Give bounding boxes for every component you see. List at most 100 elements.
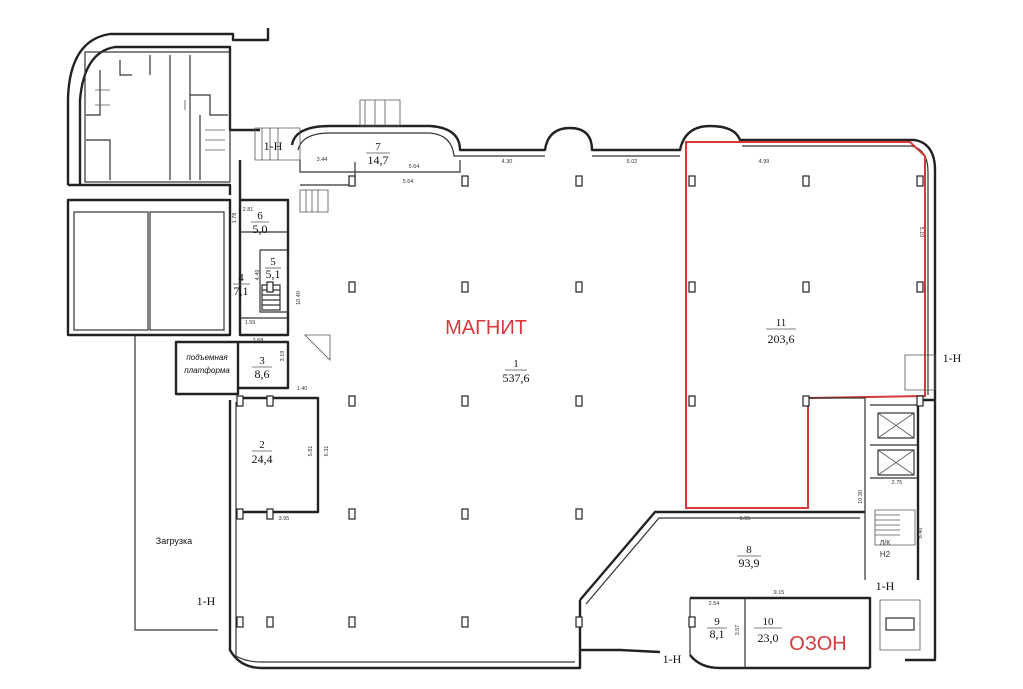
h2-label: Н2: [880, 550, 891, 559]
room-11-outline: [685, 141, 926, 580]
loading-label: Загрузка: [156, 536, 192, 546]
room-labels: 1 537,6 2 24,4 3 8,6 4 7,1 5 5,1 6 5,0: [233, 141, 796, 645]
column: [461, 508, 469, 520]
room-4-label: 4 7,1: [233, 272, 250, 298]
dim-499: 4.99: [759, 159, 770, 165]
dim-449: 4.49: [255, 270, 261, 281]
room-5-label: 5 5,1: [265, 256, 281, 281]
column: [236, 508, 244, 520]
column: [236, 616, 244, 628]
column: [348, 395, 356, 407]
room-9-area: 8,1: [710, 627, 725, 641]
dim-915: 9.15: [774, 590, 785, 596]
column: [688, 395, 696, 407]
exit-label-top: 1-Н: [264, 139, 283, 153]
column: [916, 175, 924, 187]
exit-label-bottom: 1-Н: [663, 652, 682, 666]
column: [575, 508, 583, 520]
room-8-label: 8 93,9: [737, 544, 761, 570]
column: [266, 281, 274, 293]
dim-640: 6.40: [918, 528, 924, 539]
exit-label-left: 1-Н: [197, 594, 216, 608]
room-8-number: 8: [746, 544, 752, 556]
dim-395: 3.95: [279, 516, 290, 522]
column: [575, 175, 583, 187]
lk-label: Л/К: [880, 540, 892, 547]
room-1-number: 1: [513, 358, 519, 370]
column: [461, 616, 469, 628]
room-2-number: 2: [259, 439, 265, 451]
column: [266, 616, 274, 628]
dim-254: 2.54: [709, 601, 720, 607]
room-2-label: 2 24,4: [252, 439, 273, 466]
room-4-area: 7,1: [234, 284, 249, 298]
service-rooms: [174, 127, 331, 514]
column: [266, 508, 274, 520]
room-11-area: 203,6: [768, 332, 795, 346]
room-8-area: 93,9: [739, 556, 760, 570]
room-10-label: 10 23,0: [754, 616, 782, 645]
column: [916, 395, 924, 407]
column: [802, 175, 810, 187]
room-10-area: 23,0: [758, 631, 779, 645]
column: [348, 508, 356, 520]
lower-right: [578, 354, 936, 668]
dim-281: 2.81: [243, 207, 254, 213]
column: [688, 616, 696, 628]
room-4-number: 4: [238, 272, 244, 284]
room-1-area: 537,6: [503, 371, 530, 385]
column: [266, 395, 274, 407]
dim-357: 3.57: [735, 625, 741, 636]
column: [348, 616, 356, 628]
exit-label-lower-right: 1-Н: [876, 579, 895, 593]
main-outline: [228, 124, 937, 670]
annex-top-left: [66, 28, 270, 195]
room-10-number: 10: [763, 616, 775, 628]
room-2-area: 24,4: [252, 452, 273, 466]
tenant-magnit-label: МАГНИТ: [445, 317, 527, 339]
room-11-label: 11 203,6: [766, 317, 796, 346]
dim-344: 3.44: [317, 157, 328, 163]
room-6-number: 6: [257, 210, 263, 222]
column: [688, 175, 696, 187]
dim-1040a: 10.40: [296, 291, 302, 305]
column: [688, 281, 696, 293]
dim-564a: 5.64: [409, 164, 420, 170]
room-3-number: 3: [259, 355, 265, 367]
room-7-area: 14,7: [368, 153, 389, 167]
lift-platform-label-line1: подъемная: [186, 353, 228, 362]
room-3-label: 3 8,6: [252, 355, 272, 381]
dim-564b: 5.64: [403, 179, 414, 185]
dimension-labels: 3.44 5.64 5.64 4.30 5.02 4.99 5.10 2.81 …: [232, 157, 924, 635]
dim-1030: 10.30: [858, 490, 864, 504]
dim-159: 1.59: [245, 320, 256, 326]
column: [461, 175, 469, 187]
column: [575, 281, 583, 293]
column: [348, 175, 356, 187]
column: [575, 616, 583, 628]
room-3-area: 8,6: [255, 367, 270, 381]
dim-502: 5.02: [627, 159, 638, 165]
column: [916, 281, 924, 293]
dim-510: 5.10: [918, 227, 924, 238]
dim-319: 3.19: [280, 351, 286, 362]
room-5-area: 5,1: [266, 267, 281, 281]
dim-268: 2.68: [253, 338, 264, 344]
column: [461, 395, 469, 407]
dim-555: 5.55: [740, 516, 751, 522]
exit-label-right: 1-Н: [943, 351, 962, 365]
column: [802, 281, 810, 293]
room-6-label: 6 5,0: [251, 210, 269, 236]
dim-140: 1.40: [297, 386, 308, 392]
lift-platform-label-line2: платформа: [184, 366, 230, 375]
column: [348, 281, 356, 293]
left-block: [66, 198, 232, 631]
dim-430: 4.30: [502, 159, 513, 165]
room-9-number: 9: [714, 616, 720, 628]
tenant-ozon-label: ОЗОН: [789, 633, 846, 655]
room-1-label: 1 537,6: [503, 358, 530, 385]
room-9-label: 9 8,1: [707, 616, 727, 641]
column: [461, 281, 469, 293]
room-11-number: 11: [776, 317, 787, 329]
dim-178: 1.78: [232, 213, 238, 224]
